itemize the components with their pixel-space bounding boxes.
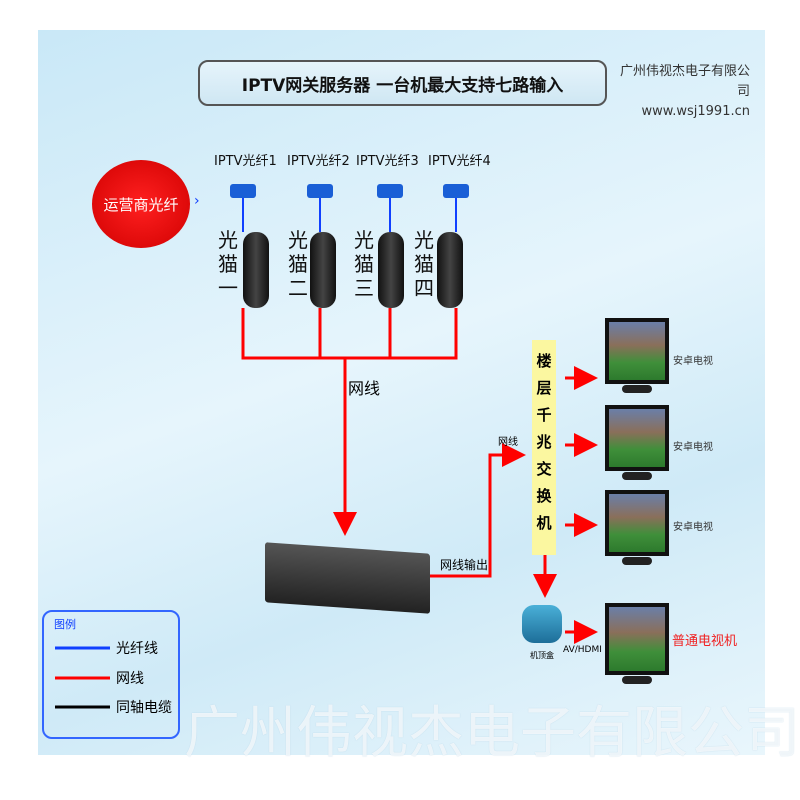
set-top-box-icon (522, 605, 562, 643)
optical-modem-icon (437, 232, 463, 308)
android-tv-icon (605, 405, 669, 481)
android-tv-icon (605, 318, 669, 394)
optical-modem-icon (310, 232, 336, 308)
fiber-label: IPTV光纤1 (214, 154, 277, 169)
legend-item-fiber: 光纤线 (116, 641, 158, 657)
tv-label: 安卓电视 (673, 442, 713, 453)
iptv-gateway-server-icon (265, 542, 430, 614)
watermark: 广州伟视杰电子有限公司 (184, 701, 800, 766)
fiber-label: IPTV光纤3 (356, 154, 419, 169)
floor-gigabit-switch: 楼层千兆交换机 (532, 340, 556, 555)
android-tv-icon (605, 490, 669, 566)
fiber-label: IPTV光纤2 (287, 154, 350, 169)
modem-label: 光猫二 (288, 228, 308, 300)
output-label: 网线输出 (440, 558, 489, 572)
legend-item-network: 网线 (116, 671, 144, 687)
modem-label: 光猫四 (414, 228, 434, 300)
switch-cable-label: 网线 (498, 437, 518, 448)
switch-label: 楼层千兆交换机 (534, 353, 553, 542)
modem-label: 光猫三 (354, 228, 374, 300)
svg-text:›: › (194, 193, 200, 209)
company-url: www.wsj1991.cn (641, 104, 750, 119)
modem-label: 光猫一 (218, 228, 238, 300)
operator-fiber-source: 运营商光纤 (92, 160, 190, 248)
legend: 图例 光纤线 网线 同轴电缆 (42, 610, 180, 739)
fiber-connector-icon (307, 184, 333, 198)
fiber-connector-icon (443, 184, 469, 198)
legend-item-coax: 同轴电缆 (116, 700, 172, 716)
av-hdmi-label: AV/HDMI (563, 645, 602, 655)
normal-tv-icon (605, 603, 669, 685)
cable-label: 网线 (348, 379, 381, 398)
legend-title: 图例 (54, 618, 76, 631)
fiber-connector-icon (377, 184, 403, 198)
tv-label: 安卓电视 (673, 356, 713, 367)
fiber-label: IPTV光纤4 (428, 154, 491, 169)
optical-modem-icon (378, 232, 404, 308)
fiber-connector-icon (230, 184, 256, 198)
stb-label: 机顶盒 (530, 651, 554, 660)
company-info: 广州伟视杰电子有限公司 www.wsj1991.cn (615, 62, 750, 122)
diagram-title: IPTV网关服务器 一台机最大支持七路输入 (198, 60, 607, 106)
normal-tv-label: 普通电视机 (672, 634, 738, 649)
tv-label: 安卓电视 (673, 522, 713, 533)
company-name: 广州伟视杰电子有限公司 (619, 64, 750, 99)
optical-modem-icon (243, 232, 269, 308)
